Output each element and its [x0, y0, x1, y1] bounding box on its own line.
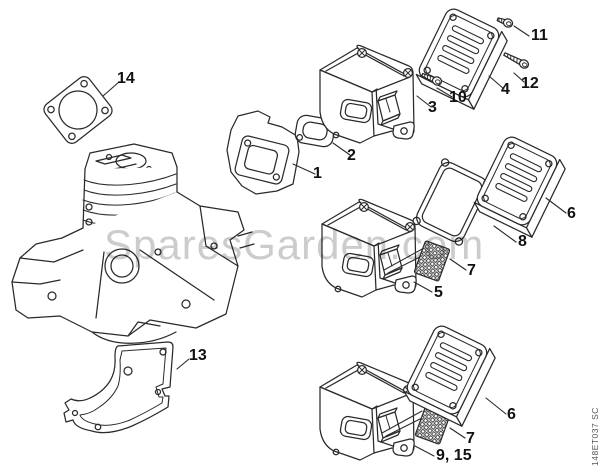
part-label-14: 14 [117, 70, 135, 87]
diagram-code: 148ET037 SC [590, 407, 600, 466]
watermark-text: SparesGarden.com [104, 221, 485, 268]
part-6-muffler-cover-middle [471, 133, 569, 238]
part-label-5: 5 [434, 284, 443, 301]
part-label-4: 4 [501, 81, 510, 98]
part-14-cylinder-gasket [43, 76, 113, 144]
part-12-screw [503, 52, 530, 69]
part-label-6-middle: 6 [567, 205, 576, 222]
part-1-muffler-shell [226, 110, 300, 195]
part-3-muffler [319, 44, 415, 144]
part-label-13: 13 [189, 347, 207, 364]
part-label-6-bottom: 6 [507, 406, 516, 423]
part-13-engine-gasket [63, 341, 174, 434]
part-label-3: 3 [428, 99, 437, 116]
callout-leader-lines [102, 25, 567, 457]
part-label-1: 1 [313, 165, 322, 182]
part-label-2: 2 [347, 147, 356, 164]
part-10-screw [421, 72, 443, 86]
part-9-15-muffler [319, 361, 423, 461]
part-label-7-bottom: 7 [466, 430, 475, 447]
part-label-7-middle: 7 [467, 262, 476, 279]
part-6-muffler-cover-bottom [401, 322, 499, 427]
engine-assembly-illustration [11, 143, 255, 344]
part-label-11: 11 [531, 27, 548, 44]
part-label-8: 8 [518, 233, 527, 250]
part-label-12: 12 [521, 75, 539, 92]
part-label-10: 10 [449, 89, 467, 106]
part-label-9-15: 9, 15 [436, 447, 472, 464]
part-5-muffler [321, 198, 425, 298]
part-11-screw [496, 17, 514, 28]
